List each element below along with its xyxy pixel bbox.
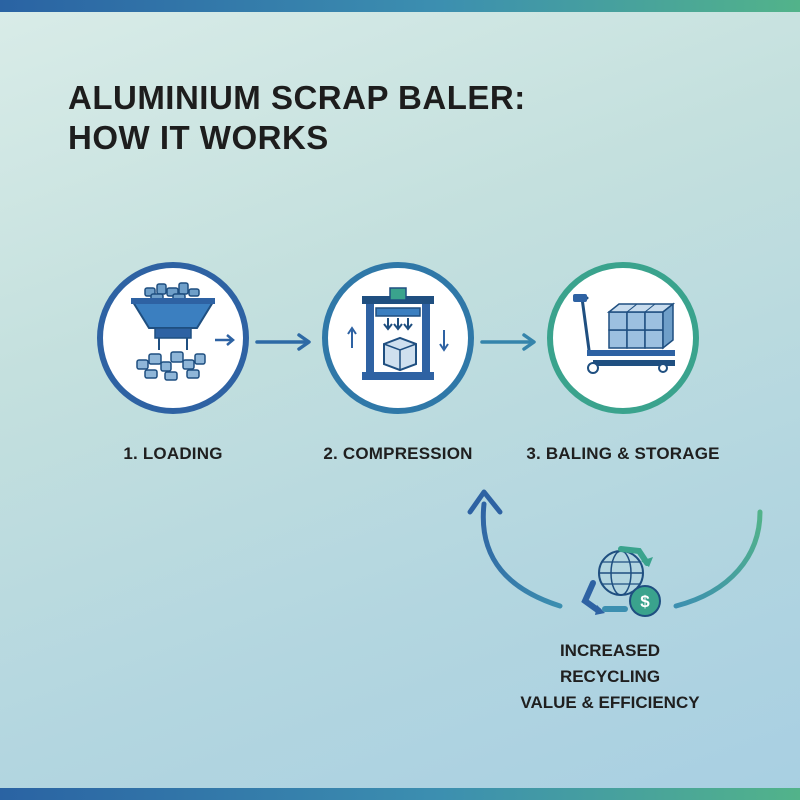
page-title: ALUMINIUM SCRAP BALER: HOW IT WORKS xyxy=(68,78,526,158)
cycle-arrowhead-icon xyxy=(467,489,503,515)
arrow-right-icon xyxy=(480,333,536,351)
recycle-globe-dollar-icon: $ xyxy=(581,546,661,617)
cycle-arc-right xyxy=(673,509,763,609)
step-loading-circle xyxy=(97,262,249,414)
outcome-line-1: INCREASED xyxy=(559,641,661,660)
step-compression-circle xyxy=(322,262,474,414)
press-icon xyxy=(347,287,449,380)
arrow-right-icon xyxy=(255,333,311,351)
cycle-arc-left xyxy=(480,501,563,609)
pallet-icon xyxy=(573,294,676,374)
step-label-loading: 1. LOADING xyxy=(123,444,223,463)
title-line-1: ALUMINIUM SCRAP BALER: xyxy=(68,79,526,116)
step-label-baling: 3. BALING & STORAGE xyxy=(526,444,720,463)
outcome-line-2: RECYCLING xyxy=(559,667,661,686)
outcome-line-3: VALUE & EFFICIENCY xyxy=(520,693,700,712)
outcome-text: INCREASED RECYCLING VALUE & EFFICIENCY xyxy=(500,638,720,716)
bottom-gradient-bar xyxy=(0,788,800,800)
svg-text:$: $ xyxy=(640,592,650,611)
step-label-compression: 2. COMPRESSION xyxy=(323,444,473,463)
hopper-icon xyxy=(131,282,235,381)
title-line-2: HOW IT WORKS xyxy=(68,119,329,156)
top-gradient-bar xyxy=(0,0,800,12)
step-baling-circle xyxy=(547,262,699,414)
